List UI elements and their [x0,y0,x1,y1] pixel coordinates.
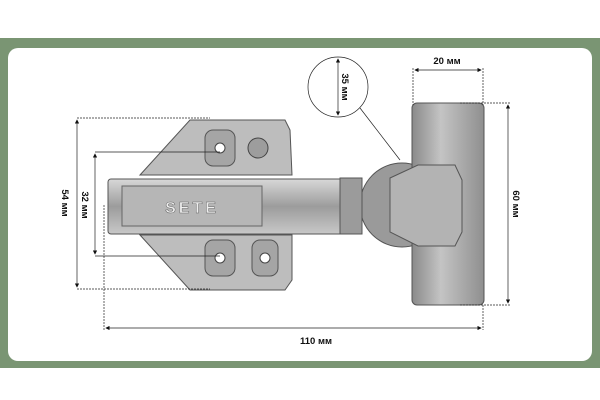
dimension-20mm: 20 мм [433,56,460,67]
dimension-32mm: 32 мм [79,191,90,218]
brand-mark: SETE [165,200,219,217]
dimension-60mm: 60 мм [510,190,521,217]
door-plate [389,102,485,306]
hinge-arm: SETE [107,177,363,235]
mounting-plate [138,119,293,291]
dimension-35mm: 35 мм [339,73,350,100]
dimension-110mm: 110 мм [300,336,332,347]
dimension-54mm: 54 мм [59,189,70,216]
screw-icon [247,137,269,159]
